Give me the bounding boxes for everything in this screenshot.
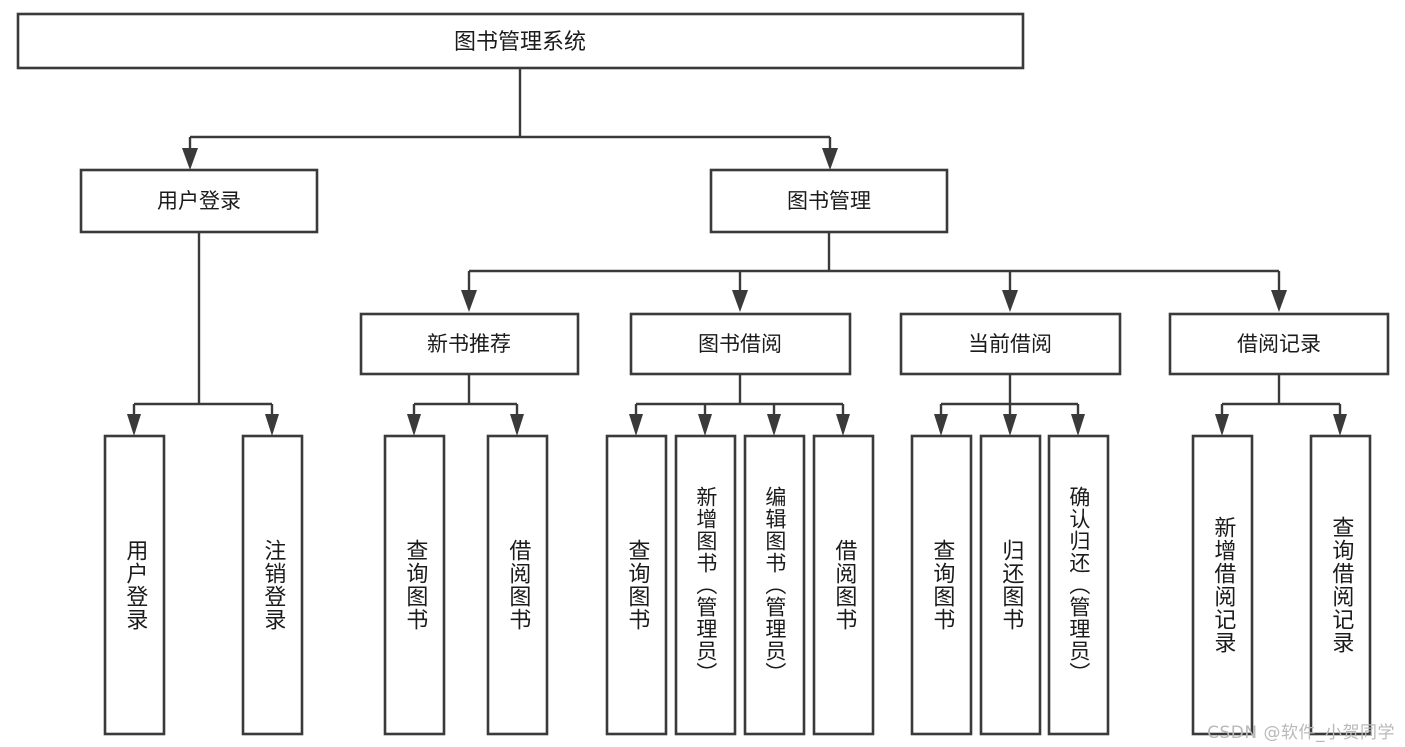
arrow-bb-add-book (698, 414, 712, 436)
arrow-bb-edit-book (767, 414, 781, 436)
leaf-box-cb-return-book[interactable] (979, 434, 1042, 736)
arrow-to-user-login (182, 148, 198, 170)
root-label: 图书管理系统 (454, 30, 586, 55)
new-book-rec-label: 新书推荐 (427, 332, 511, 356)
node-current-borrow[interactable]: 当前借阅 (899, 312, 1122, 376)
root-box[interactable] (16, 12, 1025, 70)
leaf-box-br-add-record[interactable] (1191, 434, 1254, 736)
arrow-to-leaf-logout (265, 414, 279, 436)
arrow-to-current-borrow (1002, 290, 1018, 312)
arrow-nbr-borrow-book (510, 414, 524, 436)
arrow-to-new-book-rec (461, 290, 477, 312)
leaf-box-logout[interactable] (241, 434, 304, 736)
arrow-cb-query-book (934, 414, 948, 436)
book-borrow-label: 图书借阅 (698, 332, 782, 356)
borrow-record-label: 借阅记录 (1237, 332, 1321, 356)
leaf-box-nbr-borrow-book[interactable] (486, 434, 549, 736)
arrow-cb-confirm-return (1071, 414, 1085, 436)
edges-book-borrow-to-leaves (629, 374, 850, 436)
arrow-to-leaf-user-login (127, 414, 141, 436)
leaf-box-user-login[interactable] (103, 434, 166, 736)
arrow-nbr-query-book (407, 414, 421, 436)
leaf-box-cb-confirm-return[interactable] (1047, 434, 1110, 736)
node-borrow-record[interactable]: 借阅记录 (1168, 312, 1390, 376)
edges-new-book-rec-to-leaves (407, 374, 524, 436)
edges-borrow-record-to-leaves (1215, 374, 1347, 436)
node-new-book-rec[interactable]: 新书推荐 (359, 312, 580, 376)
leaf-box-cb-query-book[interactable] (910, 434, 973, 736)
leaf-box-bb-add-book[interactable] (674, 434, 737, 736)
user-login-label: 用户登录 (157, 189, 241, 213)
arrow-bb-query-book (629, 414, 643, 436)
arrow-to-borrow-record (1271, 290, 1287, 312)
book-borrow-box[interactable] (629, 312, 852, 376)
csdn-watermark: CSDN @软件_小贺同学 (1207, 723, 1395, 743)
current-borrow-label: 当前借阅 (968, 332, 1052, 356)
node-book-borrow[interactable]: 图书借阅 (629, 312, 852, 376)
leaf-box-bb-edit-book[interactable] (743, 434, 806, 736)
leaf-box-br-query-record[interactable] (1309, 434, 1372, 736)
book-manage-box[interactable] (709, 168, 949, 234)
edges-user-login-to-leaves (127, 232, 279, 436)
arrow-bb-borrow-book (836, 414, 850, 436)
edges-current-borrow-to-leaves (934, 374, 1085, 436)
node-root[interactable]: 图书管理系统 (16, 12, 1025, 70)
leaf-box-bb-borrow-book[interactable] (812, 434, 875, 736)
arrow-to-book-borrow (732, 290, 748, 312)
edges-book-manage-to-level3 (461, 232, 1287, 312)
arrow-br-query-record (1333, 414, 1347, 436)
arrow-to-book-manage (822, 148, 838, 170)
arrow-cb-return-book (1003, 414, 1017, 436)
new-book-rec-box[interactable] (359, 312, 580, 376)
borrow-record-box[interactable] (1168, 312, 1390, 376)
node-book-manage[interactable]: 图书管理 (709, 168, 949, 234)
leaf-box-nbr-query-book[interactable] (383, 434, 446, 736)
current-borrow-box[interactable] (899, 312, 1122, 376)
node-user-login[interactable]: 用户登录 (79, 168, 319, 234)
leaf-box-bb-query-book[interactable] (605, 434, 668, 736)
arrow-br-add-record (1215, 414, 1229, 436)
edges-root-to-level2 (182, 68, 838, 170)
book-manage-label: 图书管理 (787, 189, 871, 213)
